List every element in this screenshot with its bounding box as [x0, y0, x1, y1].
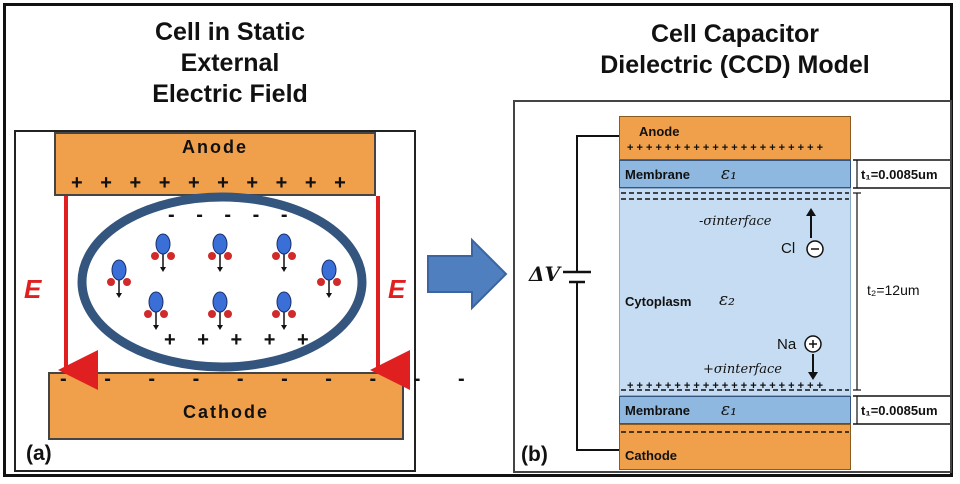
cathode-label: Cathode [183, 402, 269, 422]
panel-b-tag: (b) [521, 443, 548, 466]
dipole-molecule [151, 233, 175, 272]
ccd-epsilon2: ε₂ [719, 290, 735, 310]
anode-signs: + + + + + + + + + + [71, 172, 352, 194]
dipole-molecule [208, 291, 232, 330]
ccd-cathode-label: Cathode [625, 448, 677, 463]
anode-label: Anode [182, 137, 248, 157]
dipole-molecule [317, 259, 341, 298]
right-title: Cell Capacitor Dielectric (CCD) Model [600, 20, 870, 79]
cell-diagram [58, 192, 410, 390]
ccd-epsilon1-bottom: ε₁ [721, 400, 737, 420]
t2-label: t₂=12um [867, 282, 920, 298]
cell-membrane-outline [77, 192, 367, 372]
dipole-molecule [208, 233, 232, 272]
panel-b: Anode + + + + + + + + + + + + + + + + + … [513, 100, 952, 473]
ccd-anode [619, 116, 851, 160]
left-title: Cell in Static External Electric Field [152, 18, 308, 108]
ccd-membrane-top [619, 160, 851, 188]
ccd-membrane-top-label: Membrane [625, 167, 691, 182]
dipole-molecule [272, 291, 296, 330]
transition-arrow [427, 237, 508, 311]
field-label-right: E [388, 274, 406, 304]
dipole-molecule [107, 259, 131, 298]
voltage-label: ΔV [529, 262, 561, 286]
cathode-plate: Cathode [48, 372, 404, 440]
cell-bottom-signs: + + + + + [164, 329, 317, 351]
t1-bottom-label: t₁=0.0085um [861, 403, 938, 418]
ccd-membrane-bottom [619, 396, 851, 424]
t1-top-label: t₁=0.0085um [861, 167, 938, 182]
sigma-negative-label: -σinterface [699, 214, 772, 229]
ccd-cytoplasm-label: Cytoplasm [625, 294, 692, 309]
cl-ion-label: Cl [781, 240, 796, 257]
ccd-cytoplasm-plus: + + + + + + + + + + + + + + + + + + + + … [627, 380, 824, 392]
panel-a-tag: (a) [26, 442, 52, 465]
ccd-epsilon1-top: ε₁ [721, 164, 737, 184]
ccd-anode-plus: + + + + + + + + + + + + + + + + + + + + … [627, 142, 824, 154]
sigma-positive-label: +σinterface [703, 362, 782, 377]
na-ion-label: Na [777, 336, 797, 353]
ccd-membrane-bottom-label: Membrane [625, 403, 691, 418]
cathode-signs: - - - - - - - - - - [60, 368, 481, 390]
dipole-molecule [144, 291, 168, 330]
ccd-anode-label: Anode [639, 124, 680, 139]
field-label-left: E [24, 274, 42, 304]
ccd-schematic [563, 135, 950, 451]
cell-top-signs: - - - - - [168, 204, 296, 226]
dipole-molecule [272, 233, 296, 272]
panel-a: Anode + + + + + + + + + + Cathode - - - … [14, 130, 465, 472]
